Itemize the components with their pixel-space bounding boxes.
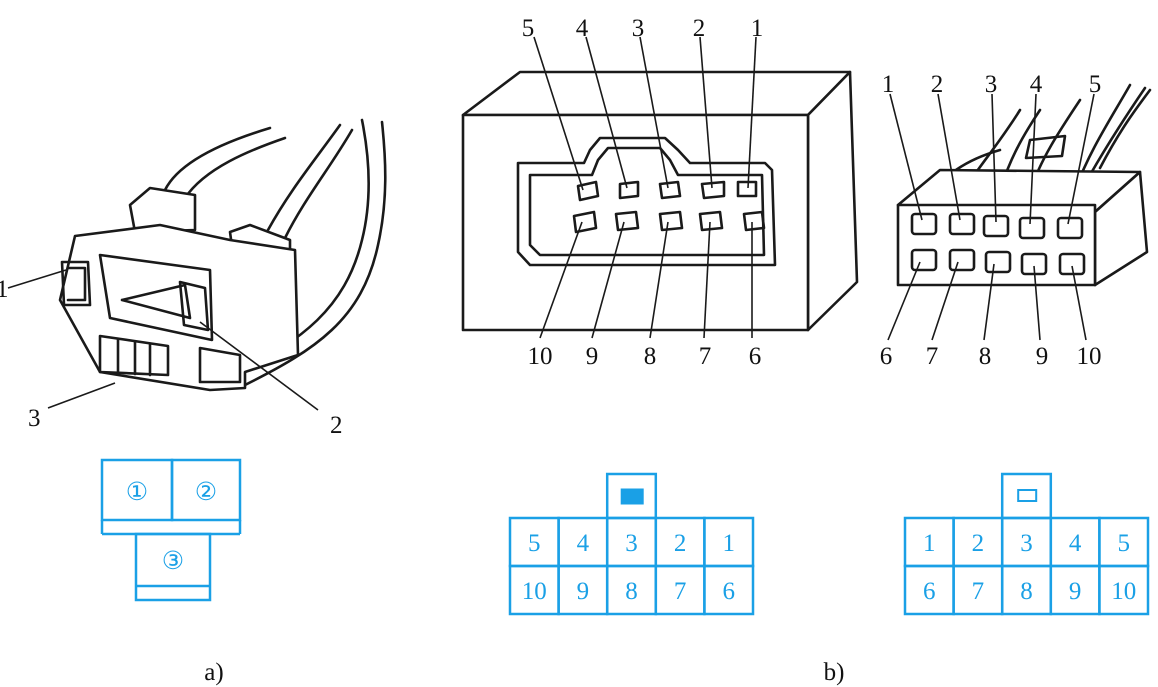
male-map-pin-4: 4 — [1069, 530, 1082, 557]
connector-b-male-drawing — [887, 83, 1152, 341]
connector-b-female-drawing — [461, 36, 859, 339]
female-callouts: 5 4 3 2 1 10 9 8 7 6 — [522, 15, 764, 370]
female-map-pin-3: 3 — [625, 530, 638, 557]
callout-a-1: 1 — [0, 276, 9, 303]
male-map-pin-2: 2 — [972, 530, 985, 557]
female-map-pin-2: 2 — [674, 530, 687, 557]
male-map-pin-6: 6 — [923, 578, 936, 605]
connector-a-drawing — [7, 118, 387, 411]
connector-a-pinmap — [100, 458, 242, 602]
female-map-pin-10: 10 — [522, 578, 547, 605]
male-map-pin-10: 10 — [1111, 578, 1136, 605]
callout-female-4: 4 — [576, 15, 589, 42]
female-map-pin-5: 5 — [528, 530, 541, 557]
pin-a-3: ③ — [162, 548, 184, 575]
female-bottom-pins — [572, 210, 766, 234]
callout-male-4: 4 — [1030, 71, 1043, 98]
caption-a: a) — [204, 659, 223, 686]
callout-female-6: 6 — [749, 343, 762, 370]
callout-male-5: 5 — [1089, 71, 1102, 98]
caption-b: b) — [824, 659, 845, 686]
callout-male-10: 10 — [1077, 343, 1102, 370]
male-bottom-sockets — [910, 248, 1086, 276]
callout-female-3: 3 — [632, 15, 645, 42]
pin-a-2: ② — [195, 479, 217, 506]
male-top-sockets — [910, 212, 1084, 240]
callout-female-8: 8 — [644, 343, 657, 370]
callout-female-10: 10 — [528, 343, 553, 370]
callout-male-1: 1 — [882, 71, 895, 98]
female-map-pin-6: 6 — [722, 578, 735, 605]
female-map-key-mark — [620, 488, 644, 505]
callout-male-6: 6 — [880, 343, 893, 370]
callout-a-2: 2 — [330, 412, 343, 439]
callout-male-7: 7 — [926, 343, 939, 370]
female-map-cell — [703, 564, 755, 616]
female-top-pins — [576, 180, 758, 202]
male-map-pin-8: 8 — [1020, 578, 1033, 605]
male-map-pin-5: 5 — [1117, 530, 1130, 557]
male-map-cell — [1098, 564, 1150, 616]
callout-male-9: 9 — [1036, 343, 1049, 370]
callout-male-2: 2 — [931, 71, 944, 98]
female-map-pin-1: 1 — [722, 530, 735, 557]
connector-b-female-pinmap: 5 4 3 2 1 10 9 8 7 6 — [508, 472, 755, 616]
callout-female-2: 2 — [693, 15, 706, 42]
connector-b-male-pinmap: 1 2 3 4 5 6 7 8 9 10 — [903, 472, 1150, 616]
callout-female-1: 1 — [751, 15, 764, 42]
callout-female-5: 5 — [522, 15, 535, 42]
female-map-pin-4: 4 — [577, 530, 590, 557]
callout-male-3: 3 — [985, 71, 998, 98]
male-callouts: 1 2 3 4 5 6 7 8 9 10 — [880, 71, 1102, 370]
male-map-key-tab — [1000, 472, 1053, 520]
callout-female-9: 9 — [586, 343, 599, 370]
male-map-pin-3: 3 — [1020, 530, 1033, 557]
male-map-pin-7: 7 — [972, 578, 985, 605]
pin-a-1: ① — [126, 479, 148, 506]
male-map-key-mark — [1017, 489, 1038, 502]
callout-female-7: 7 — [699, 343, 712, 370]
callout-male-8: 8 — [979, 343, 992, 370]
male-map-pin-1: 1 — [923, 530, 936, 557]
female-map-pin-7: 7 — [674, 578, 687, 605]
male-map-pin-9: 9 — [1069, 578, 1082, 605]
female-map-pin-8: 8 — [625, 578, 638, 605]
female-map-pin-9: 9 — [577, 578, 590, 605]
callout-a-3: 3 — [28, 405, 41, 432]
